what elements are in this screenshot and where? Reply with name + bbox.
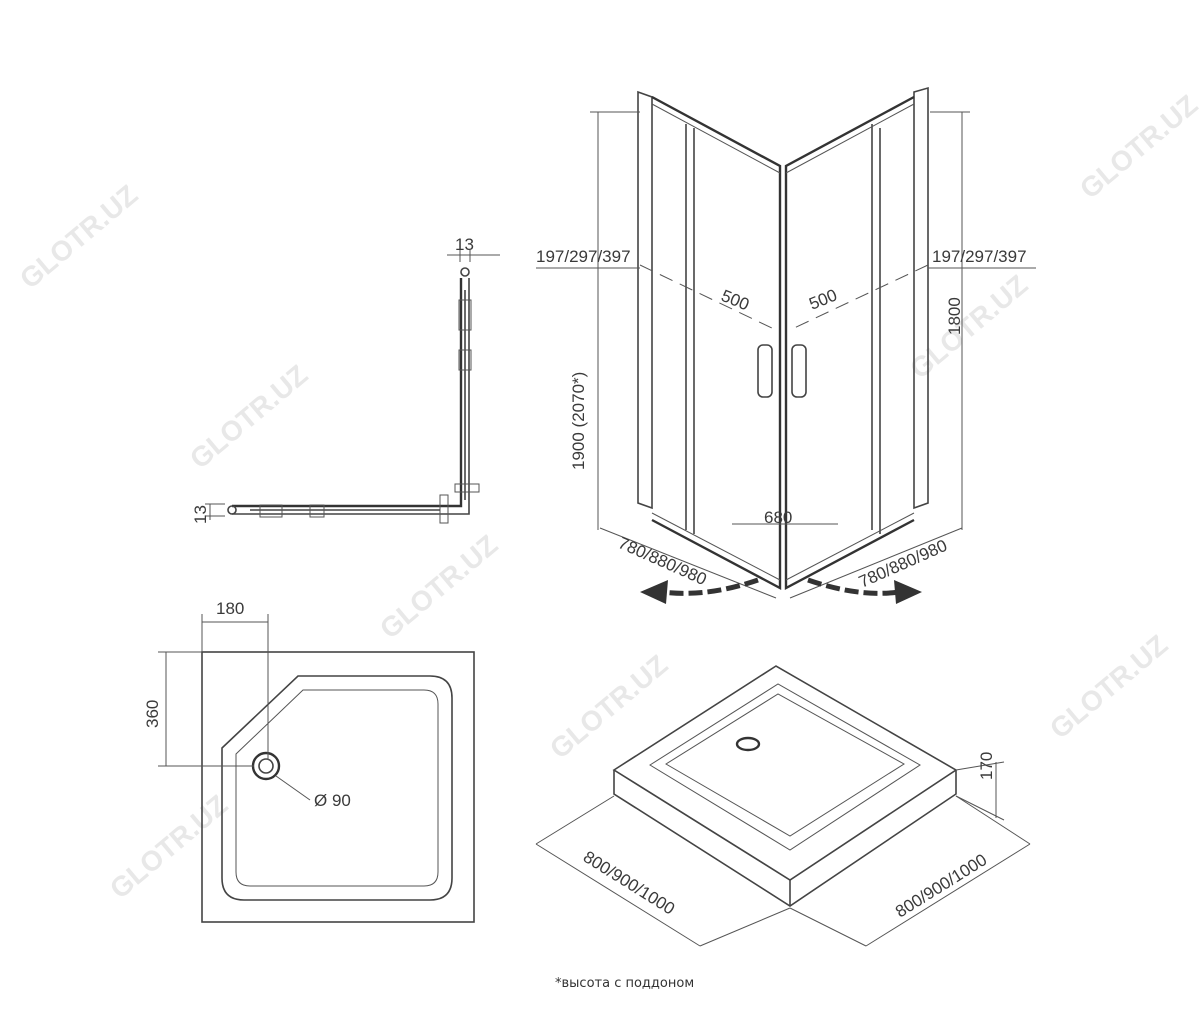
- watermark-4: GLOTR.UZ: [904, 269, 1034, 385]
- dim-tray-height: 170: [977, 752, 996, 780]
- dim-drain-diameter: Ø 90: [314, 791, 351, 810]
- swing-arrow-right: [807, 577, 911, 596]
- dim-profile-top: 13: [455, 235, 474, 254]
- dim-opening: 680: [764, 508, 792, 527]
- watermark-7: GLOTR.UZ: [544, 649, 674, 765]
- dim-drain-y: 360: [143, 700, 162, 728]
- watermark-1: GLOTR.UZ: [14, 179, 144, 295]
- swing-arrow-left-head: [640, 580, 668, 604]
- dim-height-1800: 1800: [945, 297, 964, 335]
- enclosure-view: 1900 (2070*) 1800 197/297/397 197/297/39…: [536, 86, 1036, 604]
- swing-arrow-right-head: [894, 580, 922, 604]
- tray-top-view: Ø 90 180 360: [143, 599, 475, 923]
- watermark-6: GLOTR.UZ: [1044, 629, 1174, 745]
- watermark-2: GLOTR.UZ: [184, 359, 314, 475]
- watermark-8: GLOTR.UZ: [104, 789, 234, 905]
- watermark-layer: GLOTR.UZ GLOTR.UZ GLOTR.UZ GLOTR.UZ GLOT…: [14, 89, 1200, 905]
- dim-panel-right: 197/297/397: [932, 247, 1027, 266]
- dim-tray-width-right: 800/900/1000: [892, 850, 990, 921]
- dim-panel-left: 197/297/397: [536, 247, 631, 266]
- dim-tray-width-left: 800/900/1000: [580, 847, 678, 918]
- dim-depth-left: 780/880/980: [615, 533, 709, 589]
- watermark-3: GLOTR.UZ: [374, 529, 504, 645]
- dim-door-left: 500: [719, 286, 752, 314]
- dim-height-1900: 1900 (2070*): [569, 372, 588, 470]
- dim-drain-x: 180: [216, 599, 244, 618]
- dim-door-right: 500: [806, 285, 839, 313]
- footnote: *высота с поддоном: [555, 976, 694, 991]
- dim-profile-side: 13: [191, 505, 210, 524]
- profile-corner-view: 13 13: [191, 235, 500, 524]
- watermark-5: GLOTR.UZ: [1074, 89, 1200, 205]
